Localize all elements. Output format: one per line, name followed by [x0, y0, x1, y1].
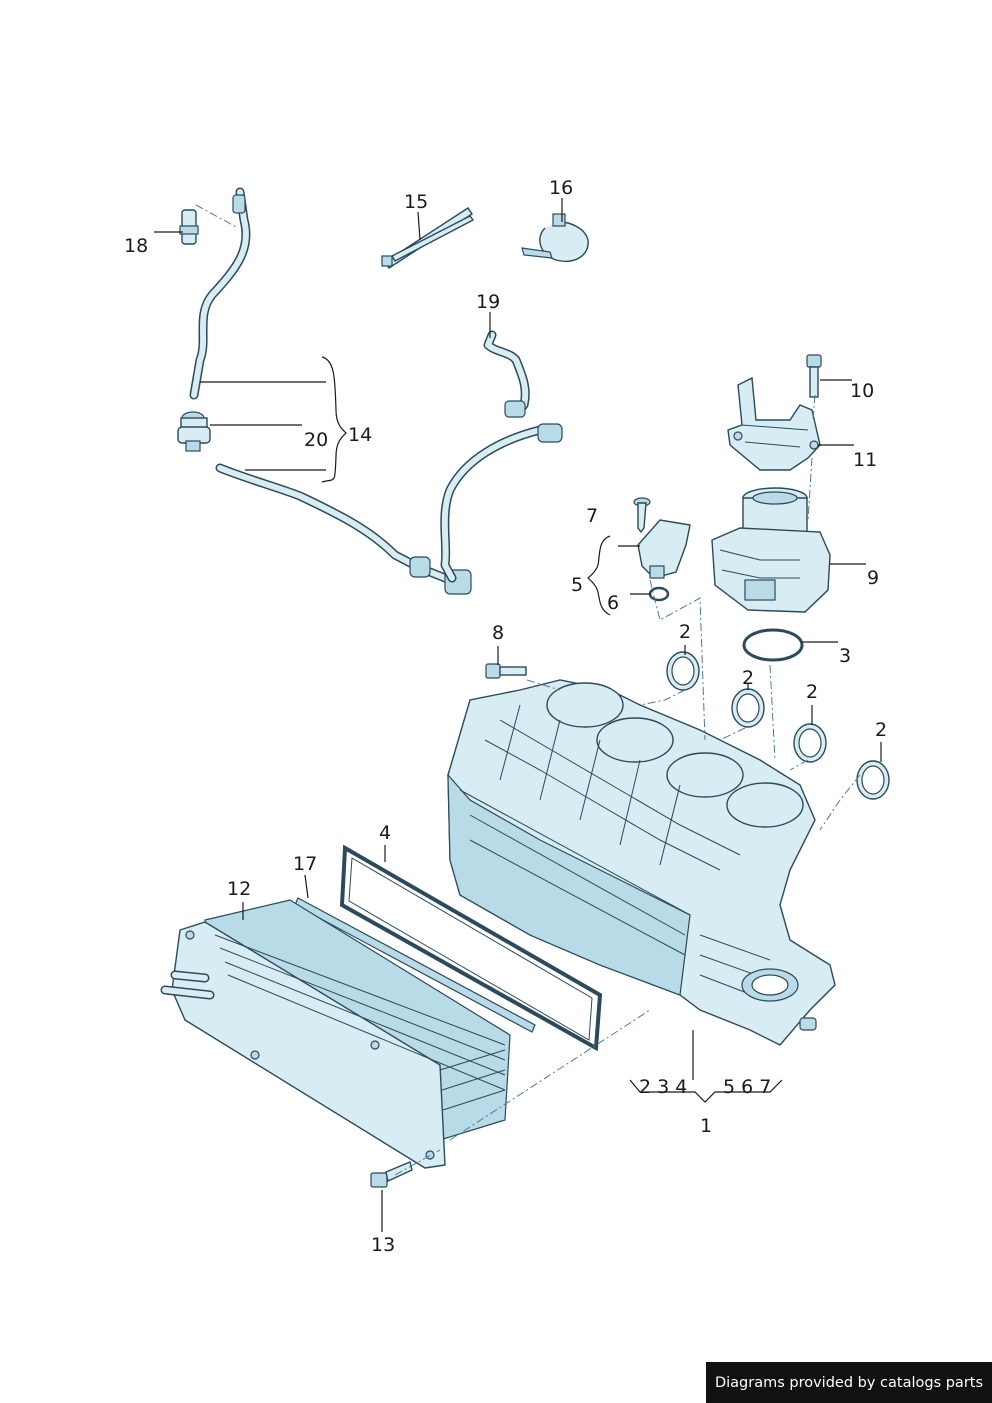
part-19-hose	[440, 330, 563, 583]
callout-15: 15	[404, 191, 428, 213]
part-10-bolt	[806, 354, 822, 398]
callout-1: 1	[700, 1115, 712, 1137]
callout-16: 16	[549, 177, 573, 199]
callout-5: 5	[571, 574, 583, 596]
callout-6: 6	[607, 592, 619, 614]
part-17-seal-strip	[294, 897, 536, 1033]
callout-2c: 2	[806, 681, 818, 703]
footer-credit: Diagrams provided by catalogs parts	[706, 1362, 992, 1403]
part-4-gasket	[339, 844, 603, 1052]
callout-8: 8	[492, 622, 504, 644]
alignment-lines	[195, 204, 861, 1176]
part-1-intake-manifold	[447, 679, 836, 1046]
part-16-clamp	[521, 213, 589, 262]
part-2-seal-rings	[666, 651, 890, 800]
callout-14: 14	[348, 424, 372, 446]
callout-9: 9	[867, 567, 879, 589]
part-3-o-ring	[742, 628, 804, 662]
part-5-sensor	[637, 519, 691, 579]
callout-20: 20	[304, 429, 328, 451]
part-6-seal-ring	[648, 586, 670, 602]
callout-2b: 2	[742, 667, 754, 689]
callout-group-left: 2 3 4	[639, 1076, 687, 1098]
callout-2a: 2	[679, 621, 691, 643]
part-15-cable-tie	[381, 207, 475, 269]
callout-19: 19	[476, 291, 500, 313]
callout-labels: 18 15 16 19 20 14 10 11 7 9 5 6 8 2 3 2 …	[124, 177, 887, 1256]
leader-lines	[154, 198, 882, 1232]
callout-group-right: 5 6 7	[723, 1076, 771, 1098]
part-13-bolt	[370, 1161, 413, 1188]
part-14-lower-hose	[215, 463, 472, 595]
callout-2d: 2	[875, 719, 887, 741]
part-11-bracket	[727, 376, 821, 471]
part-18-sensor-pin	[179, 209, 199, 245]
callout-17: 17	[293, 853, 317, 875]
callout-4: 4	[379, 822, 391, 844]
callout-18: 18	[124, 235, 148, 257]
callout-13: 13	[371, 1234, 395, 1256]
part-20-valve	[177, 411, 211, 452]
callout-11: 11	[853, 449, 877, 471]
callout-12: 12	[227, 878, 251, 900]
part-7-screw	[633, 497, 651, 534]
part-9-throttle-body	[711, 487, 831, 613]
callout-10: 10	[850, 380, 874, 402]
callout-3: 3	[839, 645, 851, 667]
callout-7: 7	[586, 505, 598, 527]
part-8-bolt	[485, 663, 527, 679]
part-14-upper-hose	[189, 187, 251, 400]
part-12-intercooler	[160, 899, 511, 1169]
